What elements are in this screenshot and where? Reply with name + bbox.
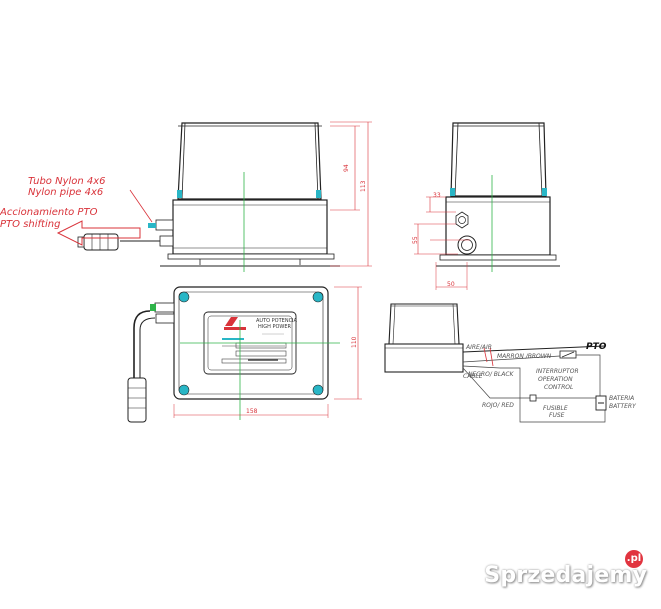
negro-black-label: NEGRO/ BLACK [468, 371, 515, 378]
aire-air-label: AIRE/AIR [465, 344, 492, 351]
dim-side-a: 33 [433, 192, 441, 199]
wiring-schematic [384, 303, 607, 423]
nylon-pipe-label: Nylon pipe 4x6 [28, 187, 103, 198]
plate-line-1: AUTO POTENCIA [256, 318, 298, 324]
front-view [77, 121, 372, 272]
nylon-pipe-callout: Tubo Nylon 4x6 Nylon pipe 4x6 [28, 176, 153, 223]
plan-view [127, 286, 362, 423]
watermark-text: Sprzedajemy [484, 563, 647, 588]
dim-front-inner: 94 [343, 164, 350, 172]
accionamiento-label: Accionamiento PTO [0, 207, 98, 218]
bateria-label: BATERIA [609, 395, 634, 402]
fusible-label: FUSIBLE [543, 405, 568, 412]
rojo-red-label: ROJO/ RED [482, 402, 514, 409]
pto-label: PTO [586, 342, 607, 352]
marron-brown-label: MARRON /BROWN [497, 353, 552, 360]
dim-side-b: 55 [412, 236, 419, 244]
fuse-label: FUSE [549, 412, 565, 419]
dim-side-c: 50 [447, 281, 455, 288]
side-view [414, 122, 560, 290]
dim-plan-depth: 110 [351, 336, 358, 348]
tubo-nylon-label: Tubo Nylon 4x6 [28, 176, 106, 187]
battery-label: BATTERY [609, 403, 637, 410]
pto-shifting-label: PTO shifting [0, 219, 60, 230]
dim-front-outer: 113 [360, 180, 367, 192]
interruptor-label: INTERRUPTOR [536, 368, 579, 375]
control-label: CONTROL [544, 384, 573, 391]
plate-line-2: HIGH POWER [258, 324, 292, 330]
watermark-badge: .pl [625, 550, 643, 568]
pto-shifting-callout: Accionamiento PTO PTO shifting [0, 207, 141, 246]
operation-label: OPERATION [538, 376, 573, 383]
dim-plan-width: 158 [246, 408, 258, 415]
cable-label: CABLE [463, 373, 483, 380]
